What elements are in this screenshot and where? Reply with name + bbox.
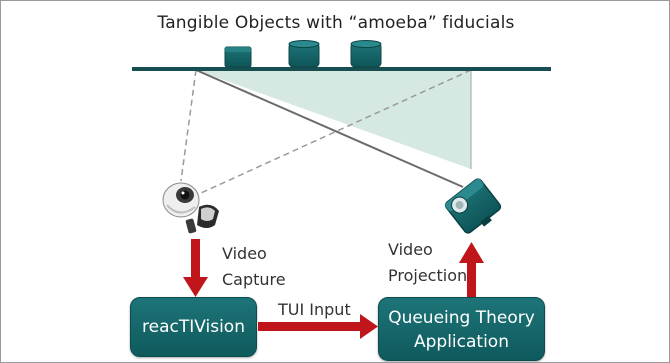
reactivision-box-label: reacTIVision xyxy=(142,317,245,337)
reactivision-box: reacTIVision xyxy=(130,297,257,357)
arrow-video-projection xyxy=(459,242,484,299)
table-surface xyxy=(132,67,551,71)
tui-input-label: TUI Input xyxy=(278,300,351,319)
video-capture-label-line1: Video xyxy=(222,244,267,263)
video-projection-label: Video Projection xyxy=(388,237,467,289)
projection-area xyxy=(196,70,471,169)
arrow-tui-input xyxy=(258,314,378,339)
arrow-video-capture xyxy=(183,239,208,297)
video-projection-label-line1: Video xyxy=(388,240,433,259)
video-capture-label-line2: Capture xyxy=(222,270,286,289)
webcam-icon xyxy=(162,182,219,234)
tangible-object-cube xyxy=(224,46,252,68)
application-box-label-line2: Application xyxy=(414,332,509,352)
projection-ray-left xyxy=(195,69,464,188)
video-projection-label-line2: Projection xyxy=(388,266,468,285)
application-box-label-line1: Queueing Theory xyxy=(388,308,535,328)
tangible-object-cylinder-1 xyxy=(288,40,320,68)
diagram-title: Tangible Objects with “amoeba” fiducials xyxy=(157,13,515,33)
tangible-object-cylinder-2 xyxy=(350,40,382,68)
queueing-theory-application-box: Queueing Theory Application xyxy=(378,297,545,361)
projector-icon xyxy=(444,178,502,234)
camera-ray-left xyxy=(180,69,197,182)
video-capture-label: Video Capture xyxy=(222,241,286,293)
